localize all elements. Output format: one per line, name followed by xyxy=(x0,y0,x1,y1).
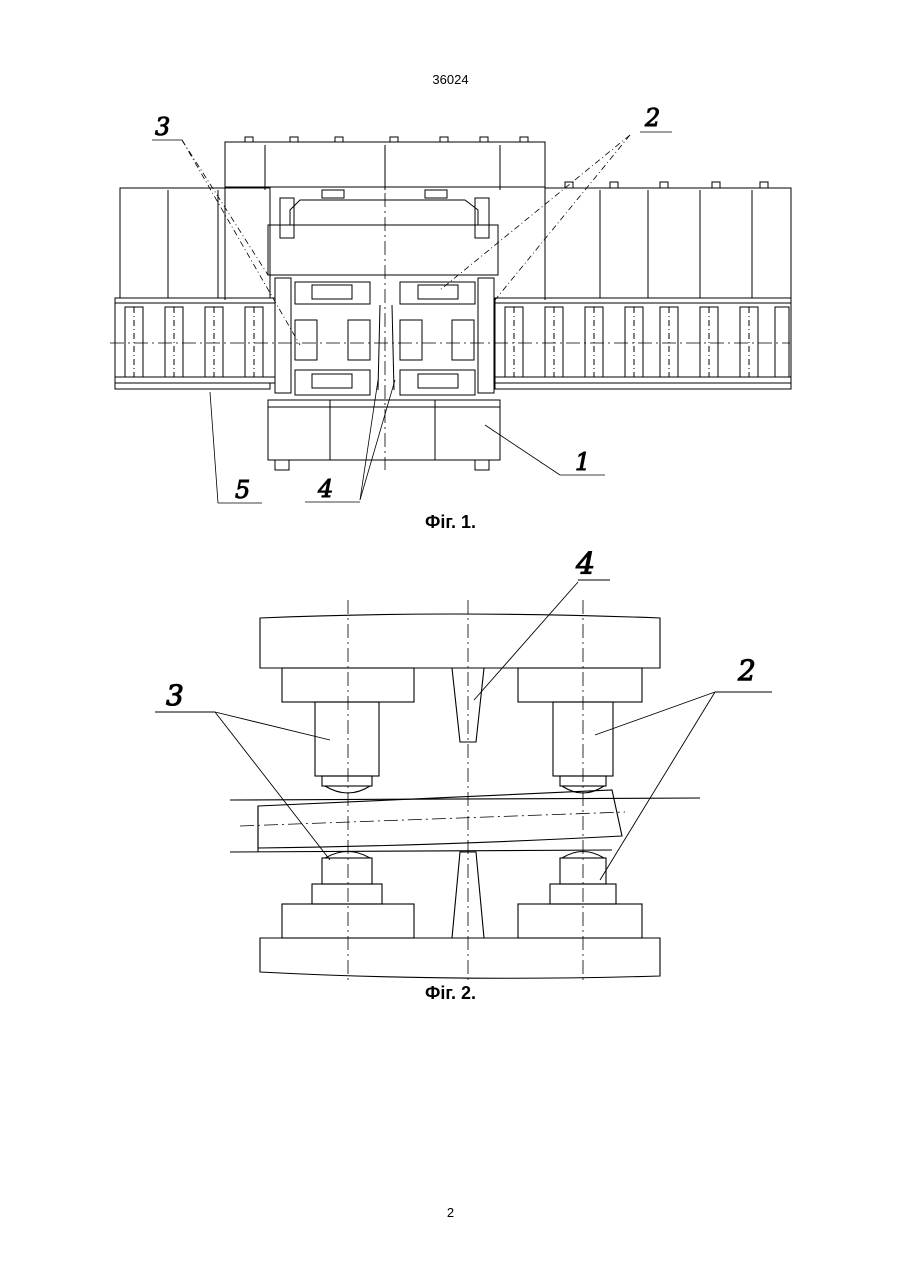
label-2: 2 xyxy=(644,104,660,132)
figure-1-drawing: 3 2 1 5 4 xyxy=(0,100,901,510)
lower-beam xyxy=(260,938,660,978)
label-2: 2 xyxy=(737,654,756,687)
leader-lines xyxy=(155,580,772,880)
label-3: 3 xyxy=(155,113,170,141)
page-number: 2 xyxy=(0,1205,901,1220)
label-3: 3 xyxy=(166,679,184,712)
label-1: 1 xyxy=(575,448,590,476)
label-4: 4 xyxy=(575,550,595,582)
workpiece xyxy=(230,790,700,852)
upper-beam xyxy=(260,614,660,668)
label-4: 4 xyxy=(317,475,333,503)
figure-2-drawing: 4 3 2 xyxy=(0,550,901,980)
label-5: 5 xyxy=(235,476,250,504)
right-conveyor xyxy=(495,182,791,389)
figure-2-caption: Фіг. 2. xyxy=(0,983,901,1004)
document-number: 36024 xyxy=(0,72,901,87)
left-conveyor xyxy=(115,188,275,389)
figure-1-caption: Фіг. 1. xyxy=(0,512,901,533)
